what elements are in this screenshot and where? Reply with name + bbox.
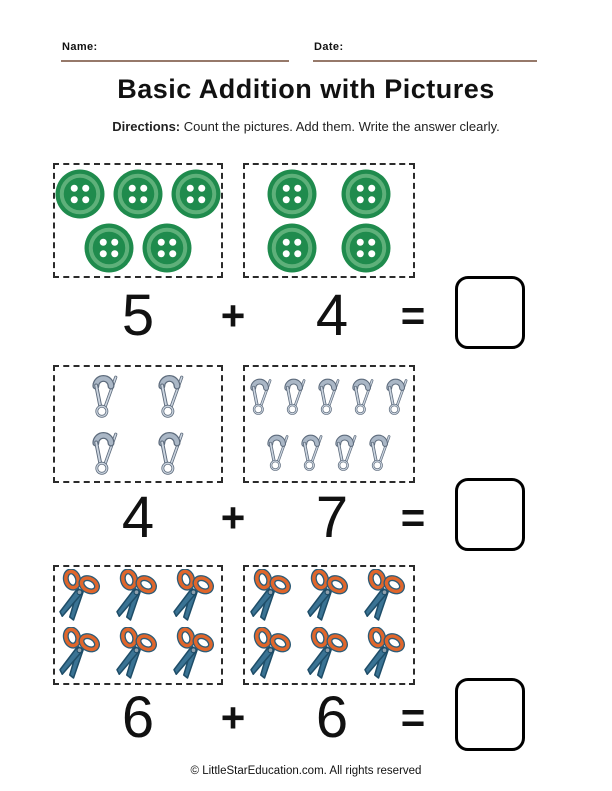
scissors-icon xyxy=(113,627,163,681)
second-addend: 7 xyxy=(315,485,349,550)
scissors-icon xyxy=(170,627,220,681)
safety-pin-icon xyxy=(330,426,362,478)
plus-sign: + xyxy=(220,494,246,541)
safety-pin-icon xyxy=(85,369,125,422)
safety-pin-icon xyxy=(296,426,328,478)
picture-box-right xyxy=(243,565,415,685)
safety-pin-icon xyxy=(279,370,311,422)
scissors-icon xyxy=(361,627,411,681)
button-icon xyxy=(267,169,317,219)
directions: Directions: Count the pictures. Add them… xyxy=(0,119,612,134)
second-addend: 6 xyxy=(315,685,349,750)
first-addend: 6 xyxy=(121,685,155,750)
safety-pin-icon xyxy=(85,426,125,479)
scissors-icon xyxy=(170,569,220,623)
safety-pin-icon xyxy=(347,370,379,422)
equals-sign: = xyxy=(400,292,426,339)
picture-box-right xyxy=(243,163,415,278)
scissors-icon xyxy=(247,569,297,623)
addition-problem-2: 4 + 7 = xyxy=(0,365,612,565)
name-label: Name: xyxy=(62,41,98,53)
addition-problem-1: 5 + 4 = xyxy=(0,163,612,363)
directions-label: Directions: xyxy=(112,119,181,134)
scissors-icon xyxy=(361,569,411,623)
plus-sign: + xyxy=(220,292,246,339)
button-icon xyxy=(341,223,391,273)
equals-sign: = xyxy=(400,694,426,741)
answer-box[interactable] xyxy=(455,276,525,349)
safety-pin-icon xyxy=(151,369,191,422)
safety-pin-icon xyxy=(262,426,294,478)
scissors-icon xyxy=(247,627,297,681)
safety-pin-icon xyxy=(364,426,396,478)
plus-sign: + xyxy=(220,694,246,741)
first-addend: 4 xyxy=(121,485,155,550)
answer-box[interactable] xyxy=(455,478,525,551)
name-input-line[interactable] xyxy=(61,60,289,62)
button-icon xyxy=(267,223,317,273)
second-addend: 4 xyxy=(315,283,349,348)
equals-sign: = xyxy=(400,494,426,541)
equation-row: 4 + 7 = xyxy=(0,487,612,549)
addition-problem-3: 6 + 6 = xyxy=(0,565,612,765)
scissors-icon xyxy=(56,569,106,623)
scissors-icon xyxy=(304,569,354,623)
button-icon xyxy=(113,169,163,219)
safety-pin-icon xyxy=(313,370,345,422)
button-icon xyxy=(171,169,221,219)
button-icon xyxy=(142,223,192,273)
scissors-icon xyxy=(113,569,163,623)
safety-pin-icon xyxy=(245,370,277,422)
footer-credit: © LittleStarEducation.com. All rights re… xyxy=(190,765,422,777)
page-title: Basic Addition with Pictures xyxy=(117,74,495,104)
picture-box-left xyxy=(53,365,223,483)
button-icon xyxy=(84,223,134,273)
button-icon xyxy=(55,169,105,219)
picture-box-left xyxy=(53,565,223,685)
equation-row: 5 + 4 = xyxy=(0,285,612,347)
date-label: Date: xyxy=(314,41,344,53)
directions-text: Count the pictures. Add them. Write the … xyxy=(180,119,500,134)
answer-box[interactable] xyxy=(455,678,525,751)
scissors-icon xyxy=(304,627,354,681)
picture-box-right xyxy=(243,365,415,483)
button-icon xyxy=(341,169,391,219)
picture-box-left xyxy=(53,163,223,278)
safety-pin-icon xyxy=(151,426,191,479)
scissors-icon xyxy=(56,627,106,681)
equation-row: 6 + 6 = xyxy=(0,687,612,749)
safety-pin-icon xyxy=(381,370,413,422)
first-addend: 5 xyxy=(121,283,155,348)
date-input-line[interactable] xyxy=(313,60,537,62)
